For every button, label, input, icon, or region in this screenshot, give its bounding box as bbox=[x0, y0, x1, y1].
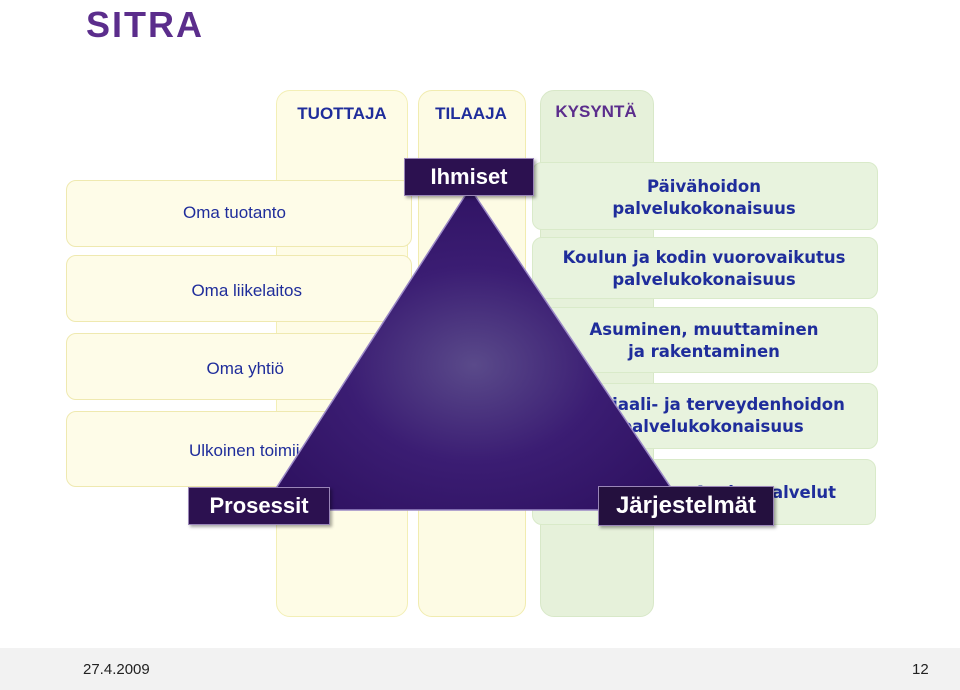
label-asuminen-line2: ja rakentaminen bbox=[628, 342, 780, 361]
column-title-tilaaja: TILAAJA bbox=[435, 104, 507, 123]
label-sosiaali-line2: palvelukokonaisuus bbox=[620, 417, 804, 436]
tag-jarjestelmat: Järjestelmät bbox=[598, 486, 774, 526]
footer-date: 27.4.2009 bbox=[83, 661, 150, 678]
label-paivahoidon: Päivähoidon palvelukokonaisuus bbox=[532, 176, 876, 220]
label-asuminen-line1: Asuminen, muuttaminen bbox=[589, 320, 819, 339]
sitra-logo: SITRA bbox=[86, 4, 228, 45]
label-oma-yhtio: Oma yhtiö bbox=[206, 359, 284, 378]
page-number: 12 bbox=[912, 661, 929, 678]
label-paivahoidon-line2: palvelukokonaisuus bbox=[612, 199, 796, 218]
label-koulun-line1: Koulun ja kodin vuorovaikutus bbox=[562, 248, 846, 267]
label-oma-tuotanto: Oma tuotanto bbox=[182, 203, 286, 222]
column-title-tuottaja: TUOTTAJA bbox=[297, 104, 387, 123]
label-koulun-ja-kodin: Koulun ja kodin vuorovaikutus palvelukok… bbox=[532, 247, 876, 291]
label-sosiaali-line1: Sosiaali- ja terveydenhoidon bbox=[579, 395, 845, 414]
row-box-paivahoidon bbox=[532, 162, 878, 230]
column-title-kysynta: KYSYNTÄ bbox=[555, 102, 637, 121]
label-ulkoinen-toimija: Ulkoinen toimija bbox=[189, 441, 309, 460]
tag-ihmiset: Ihmiset bbox=[404, 158, 534, 196]
row-box-asuminen bbox=[532, 307, 878, 373]
label-paivahoidon-line1: Päivähoidon bbox=[647, 177, 761, 196]
footer-bar bbox=[0, 648, 960, 690]
label-oma-liikelaitos: Oma liikelaitos bbox=[191, 281, 302, 300]
tag-prosessit: Prosessit bbox=[188, 487, 330, 525]
label-koulun-line2: palvelukokonaisuus bbox=[612, 270, 796, 289]
logo-text: SITRA bbox=[86, 7, 204, 41]
row-box-oma-tuotanto bbox=[66, 180, 412, 247]
label-sosiaali: Sosiaali- ja terveydenhoidon palvelukoko… bbox=[540, 394, 884, 438]
row-box-koulun-ja-kodin bbox=[532, 237, 878, 299]
triangle-shape bbox=[260, 186, 688, 511]
label-asuminen: Asuminen, muuttaminen ja rakentaminen bbox=[532, 319, 876, 363]
